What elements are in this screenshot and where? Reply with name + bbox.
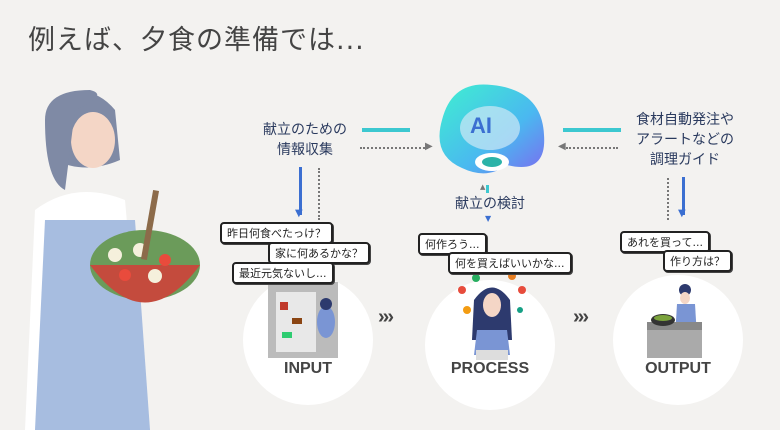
speech-bubble: 最近元気ないし... <box>232 262 334 284</box>
arrow-down-icon: ▼ <box>485 214 492 223</box>
text-line: 調理ガイド <box>650 152 720 168</box>
dotted-line <box>318 168 320 220</box>
info-gathering-text: 献立のための情報収集 <box>250 120 360 160</box>
speech-bubble: 家に何あるかな？ <box>268 242 370 264</box>
chevron-right-icon: ››› <box>573 306 589 328</box>
text-line: アラートなどの <box>636 132 734 148</box>
menu-planning-text: 献立の検討 <box>455 196 525 212</box>
speech-bubble: あれを買って... <box>620 231 710 253</box>
output-guide-text: 食材自動発注やアラートなどの調理ガイド <box>615 110 755 170</box>
input-label: INPUT <box>284 360 332 377</box>
chevron-right-icon: ››› <box>378 306 394 328</box>
dotted-line <box>667 178 669 220</box>
woman-with-bowl-illustration <box>25 90 200 430</box>
blue-arrow-down <box>299 167 302 215</box>
speech-bubble: 昨日何食べたっけ？ <box>220 222 333 244</box>
process-label: PROCESS <box>450 360 530 377</box>
thinking-woman-illustration <box>458 272 526 360</box>
speech-bubble: 何作ろう... <box>418 233 487 255</box>
blue-arrow-down <box>682 177 685 215</box>
dotted-arrow-left <box>566 147 618 149</box>
arrow-down-icon: ▼ <box>678 208 686 219</box>
cooking-woman-illustration <box>647 284 702 358</box>
arrow-left-icon: ◀ <box>558 141 566 152</box>
connector-line <box>486 185 489 193</box>
ai-label: AI <box>470 113 492 138</box>
fridge-illustration <box>268 282 338 358</box>
dotted-arrow-right <box>360 147 428 149</box>
arrow-right-icon: ▶ <box>425 141 433 152</box>
speech-bubble: 作り方は？ <box>663 250 732 272</box>
text-line: 情報収集 <box>277 142 333 158</box>
page-title: 例えば、夕食の準備では... <box>28 25 365 56</box>
ai-brain-icon <box>439 84 545 174</box>
text-line: 献立のための <box>263 122 347 138</box>
connector-line <box>362 128 410 132</box>
connector-line <box>563 128 621 132</box>
arrow-up-icon: ▲ <box>480 183 486 191</box>
text-line: 食材自動発注や <box>636 112 734 128</box>
arrow-down-icon: ▼ <box>295 208 303 219</box>
speech-bubble: 何を買えばいいかな... <box>448 252 572 274</box>
output-label: OUTPUT <box>645 360 711 377</box>
